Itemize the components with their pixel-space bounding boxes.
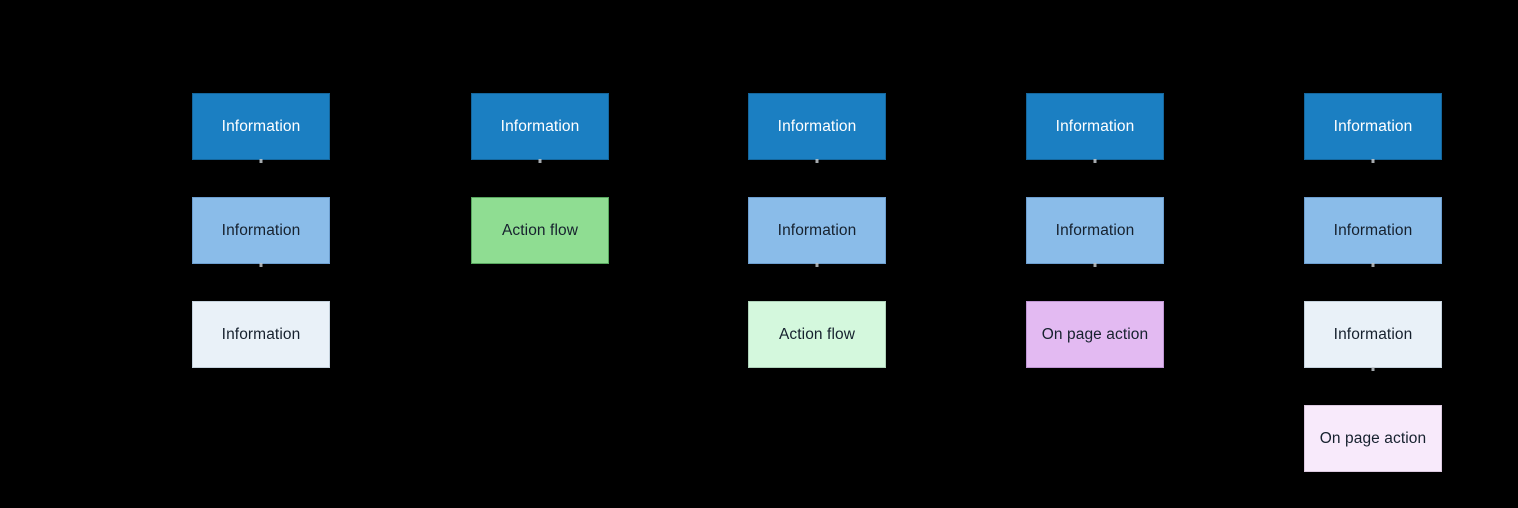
flow-node-info-primary: Information [1026,93,1164,163]
flow-node-label: On page action [1041,325,1149,343]
flow-node-on-page-action-light: On page action [1304,405,1442,472]
flow-node-label: Information [777,117,857,135]
flow-node-label: Information [1333,221,1413,239]
flow-node-label: Information [221,221,301,239]
flow-node-label: Information [777,221,857,239]
flow-node-info-light: Information [192,301,330,368]
flow-node-label: Information [500,117,580,135]
flow-node-info-primary: Information [192,93,330,163]
flow-node-action-flow: Action flow [471,197,609,264]
flow-node-info-secondary: Information [192,197,330,267]
flow-node-label: Action flow [501,221,579,239]
flow-node-label: Action flow [778,325,856,343]
flow-node-action-flow-light: Action flow [748,301,886,368]
flow-node-info-secondary: Information [1026,197,1164,267]
flow-node-info-secondary: Information [748,197,886,267]
flow-node-info-secondary: Information [1304,197,1442,267]
connector-dot [815,159,819,163]
connector-dot [1093,263,1097,267]
flow-node-label: Information [221,325,301,343]
flow-node-label: On page action [1319,429,1427,447]
connector-dot [538,159,542,163]
flow-node-label: Information [221,117,301,135]
flow-node-info-primary: Information [1304,93,1442,163]
connector-dot [1371,367,1375,371]
connector-dot [259,159,263,163]
flow-node-info-primary: Information [748,93,886,163]
connector-dot [815,263,819,267]
flow-node-info-primary: Information [471,93,609,163]
flow-node-info-light: Information [1304,301,1442,371]
flow-node-label: Information [1055,221,1135,239]
flow-node-label: Information [1333,117,1413,135]
flow-node-label: Information [1333,325,1413,343]
connector-dot [1371,159,1375,163]
flow-node-label: Information [1055,117,1135,135]
connector-dot [259,263,263,267]
connector-dot [1093,159,1097,163]
connector-dot [1371,263,1375,267]
flow-node-on-page-action: On page action [1026,301,1164,368]
